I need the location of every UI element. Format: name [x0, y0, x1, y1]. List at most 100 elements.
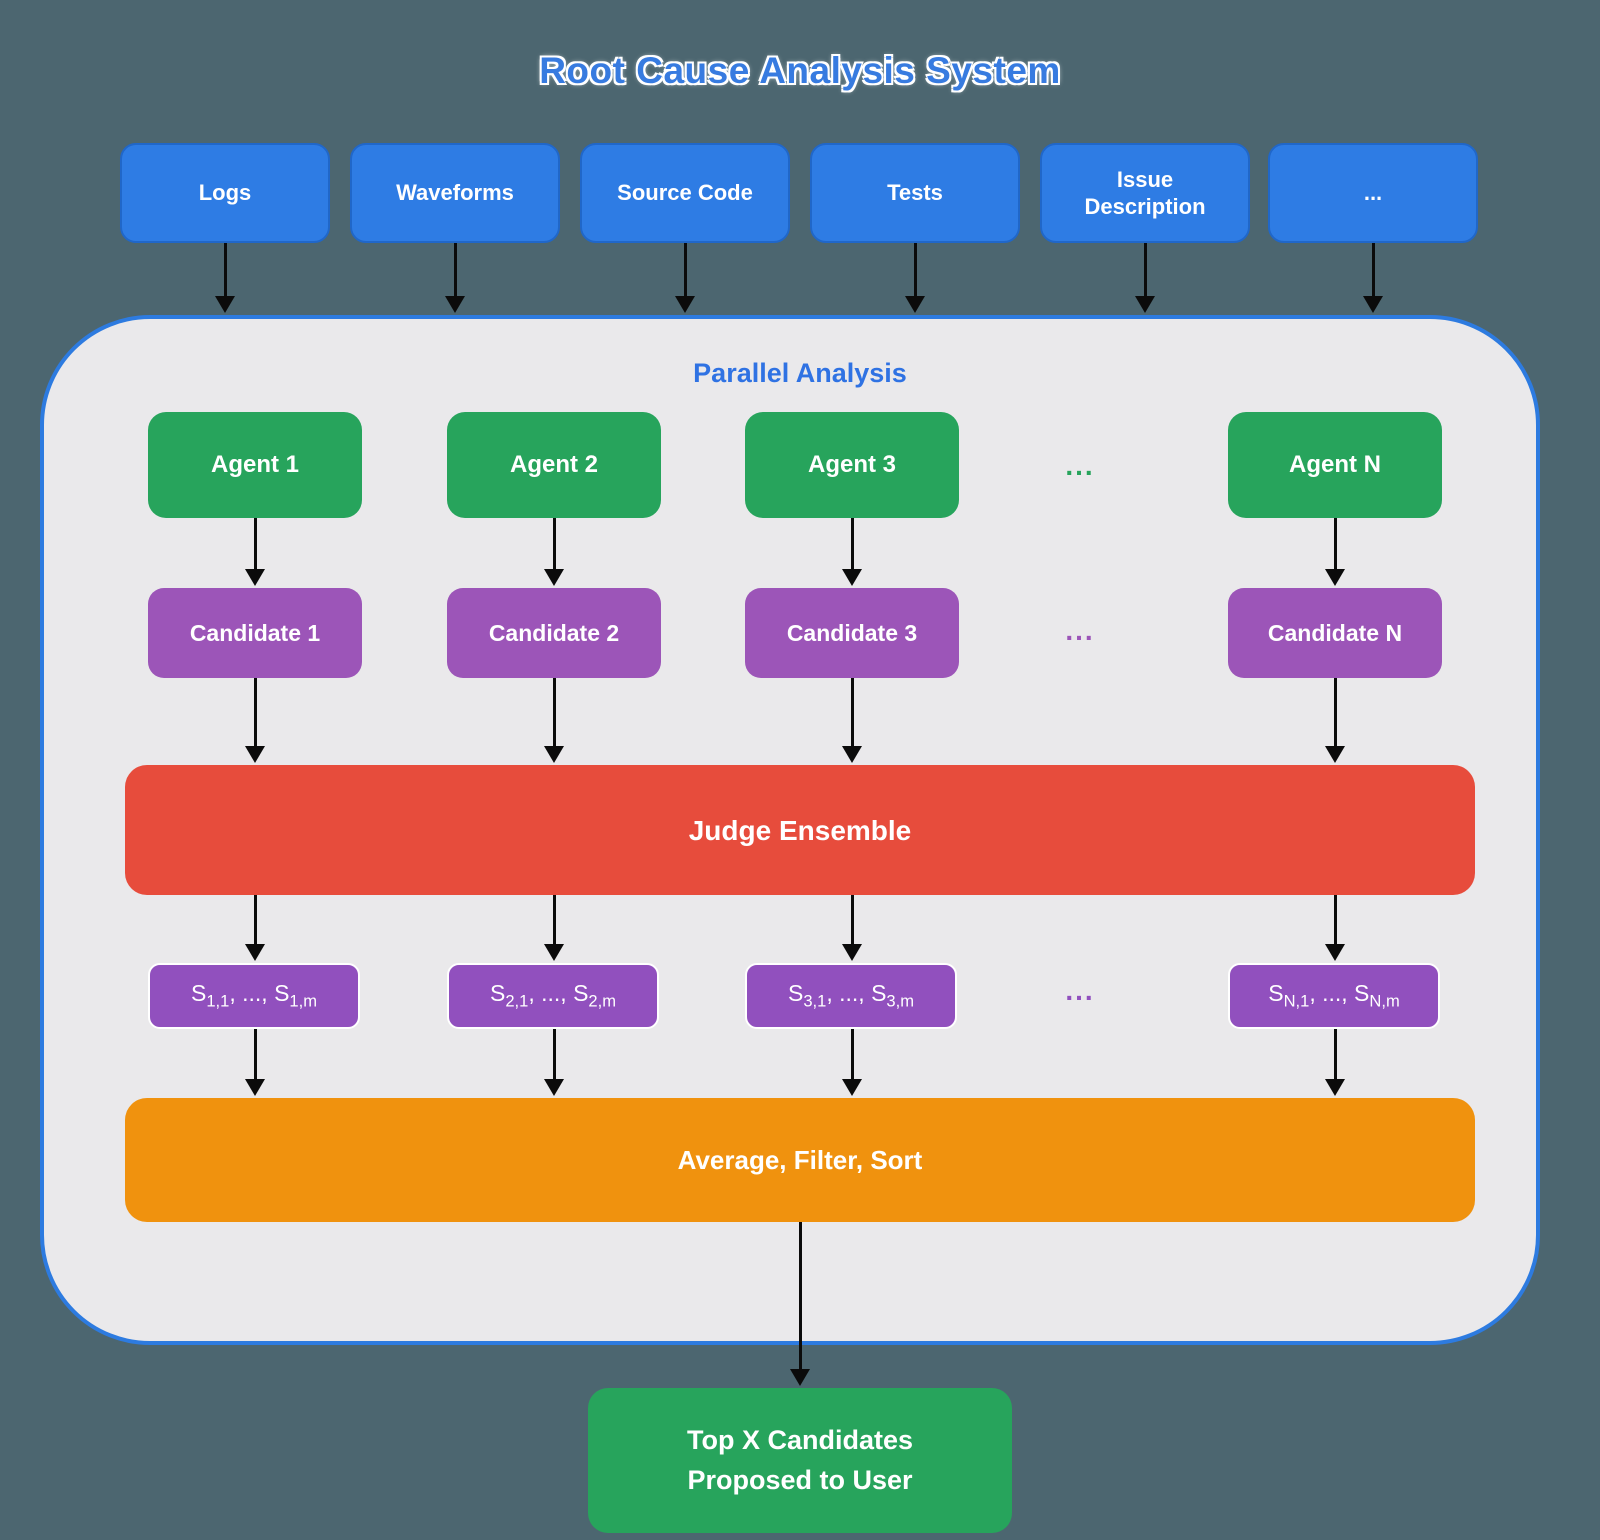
arrow-shaft: [1333, 1029, 1337, 1080]
input-label-waveforms: Waveforms: [396, 180, 514, 206]
arrow-shaft: [850, 518, 854, 570]
arrowhead-icon: [245, 569, 265, 586]
arrowhead-icon: [1135, 296, 1155, 313]
candidate-1-label: Candidate 1: [189, 619, 321, 646]
arrow-shaft: [223, 243, 227, 297]
arrowhead-icon: [215, 296, 235, 313]
arrow-candidate3-to-judge: [841, 678, 863, 763]
arrow-shaft: [552, 1029, 556, 1080]
arrow-shaft: [683, 243, 687, 297]
arrowhead-icon: [445, 296, 465, 313]
arrow-candidaten-to-judge: [1324, 678, 1346, 763]
arrow-logs-to-container: [214, 243, 236, 313]
agent-n-box: Agent N: [1228, 412, 1442, 518]
arrow-shaft: [253, 1029, 257, 1080]
input-box-logs: Logs: [120, 143, 330, 243]
arrowhead-icon: [1363, 296, 1383, 313]
scores-n-box: SN,1, ..., SN,m: [1228, 963, 1440, 1029]
arrow-agent3-to-candidate3: [841, 518, 863, 586]
candidate-3-label: Candidate 3: [786, 619, 918, 646]
scores-2-box: S2,1, ..., S2,m: [447, 963, 659, 1029]
arrow-judge-to-scores2: [543, 895, 565, 961]
candidate-n-label: Candidate N: [1267, 619, 1403, 646]
scores-2-label: S2,1, ..., S2,m: [489, 980, 617, 1011]
arrow-shaft: [253, 678, 257, 747]
candidate-2-box: Candidate 2: [447, 588, 661, 678]
arrow-agent1-to-candidate1: [244, 518, 266, 586]
arrow-candidate2-to-judge: [543, 678, 565, 763]
arrow-issue-to-container: [1134, 243, 1156, 313]
input-label-logs: Logs: [198, 180, 252, 206]
arrow-scores1-to-aggregate: [244, 1029, 266, 1096]
agent-1-box: Agent 1: [148, 412, 362, 518]
arrowhead-icon: [245, 1079, 265, 1096]
arrowhead-icon: [842, 1079, 862, 1096]
judge-ensemble-label: Judge Ensemble: [688, 814, 912, 846]
arrow-shaft: [453, 243, 457, 297]
arrowhead-icon: [544, 944, 564, 961]
input-box-issue-description: Issue Description: [1040, 143, 1250, 243]
scores-3-box: S3,1, ..., S3,m: [745, 963, 957, 1029]
arrow-scores2-to-aggregate: [543, 1029, 565, 1096]
input-label-ellipsis: ...: [1363, 180, 1383, 206]
arrow-shaft: [1333, 895, 1337, 945]
arrow-source-to-container: [674, 243, 696, 313]
candidate-2-label: Candidate 2: [488, 619, 620, 646]
arrow-shaft: [850, 895, 854, 945]
arrowhead-icon: [544, 746, 564, 763]
arrowhead-icon: [245, 944, 265, 961]
arrow-aggregate-to-output: [789, 1222, 811, 1386]
arrow-shaft: [1333, 678, 1337, 747]
arrow-shaft: [913, 243, 917, 297]
arrowhead-icon: [1325, 944, 1345, 961]
arrowhead-icon: [790, 1369, 810, 1386]
judge-ensemble-box: Judge Ensemble: [125, 765, 1475, 895]
arrowhead-icon: [245, 746, 265, 763]
arrow-shaft: [552, 678, 556, 747]
arrow-shaft: [253, 895, 257, 945]
page-title: Root Cause Analysis System: [539, 50, 1061, 91]
arrow-waveforms-to-container: [444, 243, 466, 313]
scores-1-label: S1,1, ..., S1,m: [190, 980, 318, 1011]
agent-2-box: Agent 2: [447, 412, 661, 518]
arrowhead-icon: [1325, 746, 1345, 763]
agent-n-label: Agent N: [1289, 451, 1381, 478]
candidate-3-box: Candidate 3: [745, 588, 959, 678]
agent-3-label: Agent 3: [807, 451, 896, 478]
input-label-issue-description: Issue Description: [1084, 166, 1206, 220]
agent-2-label: Agent 2: [509, 451, 598, 478]
output-line1: Top X Candidates: [686, 1425, 914, 1456]
arrowhead-icon: [842, 569, 862, 586]
arrowhead-icon: [905, 296, 925, 313]
arrowhead-icon: [675, 296, 695, 313]
agent-3-box: Agent 3: [745, 412, 959, 518]
input-box-waveforms: Waveforms: [350, 143, 560, 243]
scores-3-label: S3,1, ..., S3,m: [787, 980, 915, 1011]
input-box-ellipsis: ...: [1268, 143, 1478, 243]
arrow-shaft: [798, 1222, 802, 1370]
arrow-shaft: [552, 895, 556, 945]
arrowhead-icon: [544, 1079, 564, 1096]
aggregate-label: Average, Filter, Sort: [677, 1144, 923, 1175]
arrowhead-icon: [544, 569, 564, 586]
arrow-judge-to-scores1: [244, 895, 266, 961]
input-label-tests: Tests: [887, 180, 943, 206]
arrow-scoresn-to-aggregate: [1324, 1029, 1346, 1096]
candidates-ellipsis: ...: [1065, 615, 1095, 646]
input-label-source-code: Source Code: [617, 180, 753, 206]
arrow-shaft: [253, 518, 257, 570]
scores-n-label: SN,1, ..., SN,m: [1268, 980, 1400, 1011]
candidate-n-box: Candidate N: [1228, 588, 1442, 678]
candidate-1-box: Candidate 1: [148, 588, 362, 678]
output-line2: Proposed to User: [687, 1464, 913, 1495]
output-box: Top X Candidates Proposed to User: [588, 1388, 1012, 1533]
agent-1-label: Agent 1: [210, 451, 299, 478]
input-box-tests: Tests: [810, 143, 1020, 243]
arrow-shaft: [1143, 243, 1147, 297]
arrow-tests-to-container: [904, 243, 926, 313]
aggregate-box: Average, Filter, Sort: [125, 1098, 1475, 1222]
arrow-shaft: [850, 678, 854, 747]
arrow-judge-to-scores3: [841, 895, 863, 961]
input-box-source-code: Source Code: [580, 143, 790, 243]
